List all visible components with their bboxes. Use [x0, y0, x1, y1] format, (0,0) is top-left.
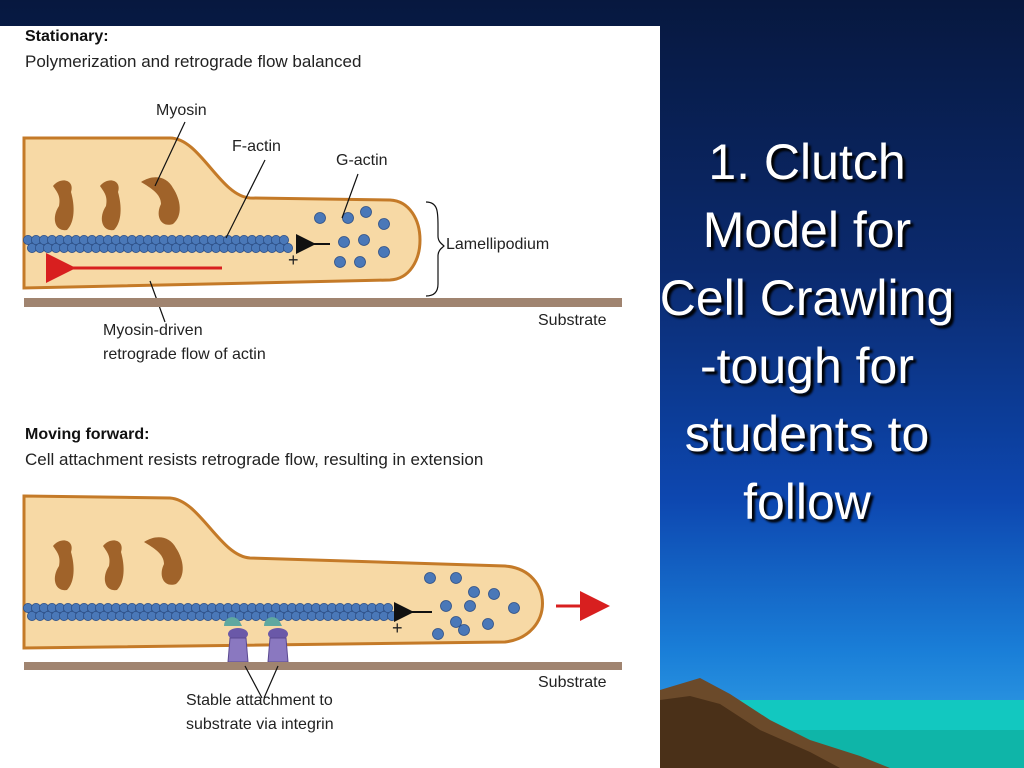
g-actin-monomer	[338, 236, 350, 248]
moving-heading: Moving forward:	[25, 426, 150, 443]
g-actin-monomer	[450, 616, 462, 628]
stationary-subtitle: Polymerization and retrograde flow balan…	[25, 52, 362, 71]
moving-actin-filament	[22, 603, 397, 622]
integrin-attachments	[224, 617, 289, 663]
g-actin-monomer	[342, 212, 354, 224]
stationary-myosin-motors	[53, 177, 180, 231]
g-actin-monomer	[358, 234, 370, 246]
g-actin-monomer	[424, 572, 436, 584]
stationary-g-actin-monomers	[314, 206, 390, 268]
g-actin-monomer	[482, 618, 494, 630]
actin-subunit	[282, 242, 293, 253]
stationary-leader-lines	[149, 121, 445, 323]
lamellipodium-label: Lamellipodium	[446, 236, 550, 253]
retrograde-label-line1: Myosin-driven	[103, 322, 203, 339]
actin-subunit	[382, 603, 393, 614]
title-line-5: students to	[684, 406, 930, 462]
actin-subunit	[278, 234, 289, 245]
title-line-6: follow	[743, 474, 871, 530]
stationary-heading: Stationary:	[25, 28, 109, 45]
retrograde-label-line2: retrograde flow of actin	[103, 346, 266, 363]
title-line-4: -tough for	[699, 338, 914, 394]
attachment-leader-lines	[244, 665, 279, 699]
g-actin-monomer	[468, 586, 480, 598]
g-actin-monomer	[458, 624, 470, 636]
moving-subtitle: Cell attachment resists retrograde flow,…	[25, 450, 484, 469]
stationary-substrate-bar	[24, 298, 622, 307]
g-actin-monomer	[464, 600, 476, 612]
title-line-1: 1. Clutch	[708, 134, 906, 190]
moving-plus-end-label: +	[392, 618, 403, 638]
moving-g-actin-monomers	[424, 572, 520, 640]
attachment-label-line2: substrate via integrin	[186, 716, 334, 733]
moving-myosin-motors	[53, 537, 183, 591]
g-actin-label: G-actin	[336, 152, 388, 169]
g-actin-monomer	[440, 600, 452, 612]
f-actin-label: F-actin	[232, 138, 281, 155]
moving-substrate-bar	[24, 662, 622, 670]
g-actin-monomer	[360, 206, 372, 218]
g-actin-monomer	[450, 572, 462, 584]
g-actin-monomer	[432, 628, 444, 640]
landscape-decoration	[660, 678, 1024, 768]
title-line-3: Cell Crawling	[659, 270, 955, 326]
g-actin-monomer	[314, 212, 326, 224]
moving-substrate-label: Substrate	[538, 674, 607, 691]
diagram-panel: Stationary: Polymerization and retrograd…	[0, 26, 660, 768]
myosin-label: Myosin	[156, 102, 207, 119]
slide-title: 1. Clutch Model for Cell Crawling -tough…	[640, 128, 974, 536]
g-actin-monomer	[378, 246, 390, 258]
stationary-substrate-label: Substrate	[538, 312, 607, 329]
g-actin-monomer	[488, 588, 500, 600]
plus-end-label: +	[288, 250, 299, 270]
attachment-label-line1: Stable attachment to	[186, 692, 333, 709]
g-actin-monomer	[378, 218, 390, 230]
g-actin-monomer	[334, 256, 346, 268]
stationary-actin-filament	[22, 234, 293, 253]
clutch-model-diagram	[22, 121, 622, 699]
g-actin-monomer	[508, 602, 520, 614]
title-line-2: Model for	[702, 202, 912, 258]
g-actin-monomer	[354, 256, 366, 268]
